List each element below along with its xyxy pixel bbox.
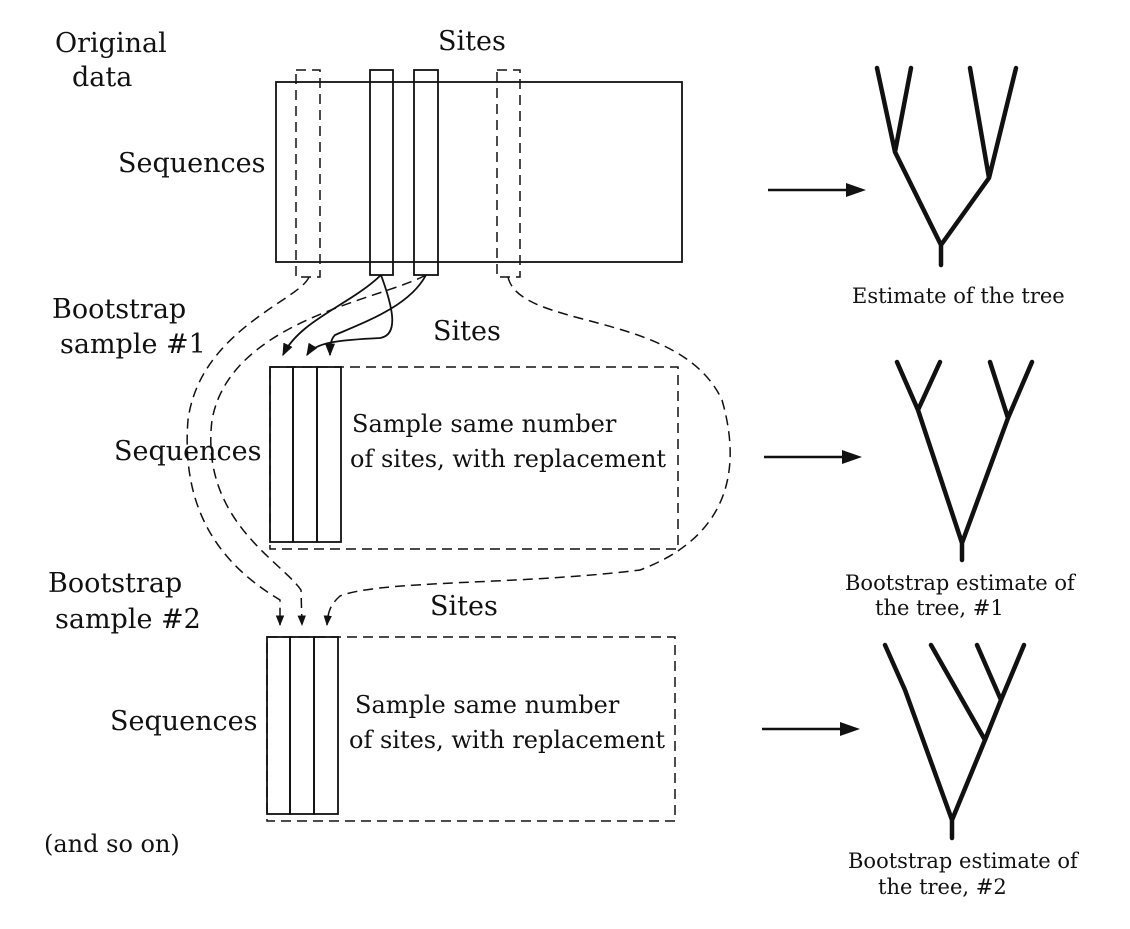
bootstrap1-sites-label: Sites — [433, 316, 501, 347]
bootstrap1-tree-caption-line1: Bootstrap estimate of — [845, 571, 1077, 595]
bootstrap2-tree-caption-line2: the tree, #2 — [878, 875, 1007, 899]
bootstrap2-sequences-label: Sequences — [110, 706, 257, 737]
bootstrap2-site-column-3 — [313, 636, 339, 815]
original-sequences-label: Sequences — [118, 148, 265, 179]
bootstrap1-site-column-1 — [269, 366, 294, 543]
bootstrap1-heading-line2: sample #1 — [60, 329, 206, 360]
bootstrap2-site-column-1 — [266, 636, 291, 815]
bootstrap2-site-column-2 — [289, 636, 315, 815]
original-heading-line2: data — [72, 62, 132, 93]
bootstrap2-resampling-arrows — [186, 274, 731, 627]
bootstrap2-note-line1: Sample same number — [355, 691, 620, 719]
bootstrap1-tree-caption-line2: the tree, #1 — [875, 596, 1004, 620]
bootstrap2-heading-line1: Bootstrap — [48, 568, 182, 599]
bootstrap1-note-line1: Sample same number — [352, 410, 617, 438]
and-so-on-label: (and so on) — [44, 830, 180, 858]
original-site-column-4 — [496, 69, 521, 278]
bootstrap1-resampling-arrows — [282, 274, 427, 357]
bootstrap1-site-column-3 — [316, 366, 342, 543]
original-sites-label: Sites — [438, 26, 506, 57]
bootstrap1-heading-line1: Bootstrap — [52, 294, 186, 325]
original-site-column-3 — [413, 69, 439, 276]
original-tree — [874, 65, 1019, 268]
bootstrap2-tree-caption-line1: Bootstrap estimate of — [848, 849, 1080, 873]
bootstrap2-heading-line2: sample #2 — [55, 604, 201, 635]
bootstrap2-note-line2: of sites, with replacement — [349, 726, 665, 754]
original-tree-caption: Estimate of the tree — [852, 284, 1065, 308]
bootstrap2-tree — [882, 642, 1027, 841]
bootstrap1-tree — [894, 359, 1035, 563]
bootstrap1-note-line2: of sites, with replacement — [350, 445, 666, 473]
original-site-column-1 — [295, 69, 321, 278]
original-heading-line1: Original — [55, 28, 167, 59]
bootstrap1-site-column-2 — [292, 366, 318, 543]
original-site-column-2 — [369, 69, 394, 276]
bootstrap2-sites-label: Sites — [430, 591, 498, 622]
original-data-matrix — [275, 81, 683, 263]
